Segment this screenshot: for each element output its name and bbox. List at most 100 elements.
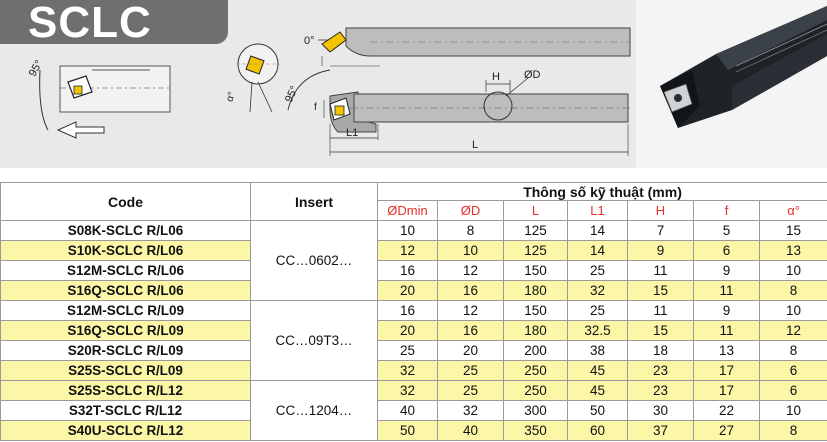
cell-value: 18 xyxy=(627,340,694,361)
cell-value: 125 xyxy=(503,240,568,261)
cell-value: 12 xyxy=(758,320,827,341)
technical-drawing: 95° α° 0° xyxy=(27,27,631,156)
cell-code: S20R-SCLC R/L09 xyxy=(0,340,251,361)
cell-code: S10K-SCLC R/L06 xyxy=(0,240,251,261)
cell-value: 125 xyxy=(503,220,568,241)
table-row: S25S-SCLC R/L12 CC…1204… 32 25 250 45 23… xyxy=(0,380,827,441)
cell-value: 12 xyxy=(437,260,504,281)
cell-value: 11 xyxy=(693,280,760,301)
cell-value: 38 xyxy=(567,340,628,361)
cell-code: S32T-SCLC R/L12 xyxy=(0,400,251,421)
cell-value: 20 xyxy=(377,280,438,301)
cell-value: 300 xyxy=(503,400,568,421)
table-row: S25S-SCLC R/L09 32 25 250 45 23 17 6 xyxy=(0,360,827,381)
cell-value: 8 xyxy=(758,340,827,361)
cell-value: 11 xyxy=(627,300,694,321)
cell-value: 25 xyxy=(377,340,438,361)
cell-code: S25S-SCLC R/L09 xyxy=(0,360,251,381)
cell-value: 11 xyxy=(693,320,760,341)
cell-value: 32 xyxy=(377,360,438,381)
cell-value: 25 xyxy=(567,300,628,321)
cell-value: 150 xyxy=(503,300,568,321)
side-view: 0° xyxy=(304,27,631,67)
cell-value: 20 xyxy=(437,340,504,361)
subheader-h: H xyxy=(627,200,694,221)
dim-f-label: f xyxy=(314,102,317,113)
cell-value: 350 xyxy=(503,420,568,441)
cell-value: 50 xyxy=(377,420,438,441)
cell-value: 6 xyxy=(758,380,827,401)
cell-code: S40U-SCLC R/L12 xyxy=(0,420,251,441)
cell-value: 25 xyxy=(437,380,504,401)
cell-value: 23 xyxy=(627,380,694,401)
title-tab: SCLC xyxy=(0,0,228,47)
table-subheader-row: ØDmin ØD L L1 H f α° xyxy=(1,200,827,221)
cell-code: S16Q-SCLC R/L06 xyxy=(0,280,251,301)
dim-l1-label: L1 xyxy=(346,127,358,139)
cell-value: 11 xyxy=(627,260,694,281)
dim-od-label: ØD xyxy=(524,69,541,81)
subheader-dmin: ØDmin xyxy=(377,200,438,221)
cell-value: 50 xyxy=(567,400,628,421)
technical-drawing-panel: SCLC 95° α° xyxy=(0,0,636,168)
table-row: S32T-SCLC R/L12 40 32 300 50 30 22 10 xyxy=(0,400,827,421)
cell-value: 10 xyxy=(758,400,827,421)
angle-top-label: 0° xyxy=(304,35,315,47)
cell-value: 17 xyxy=(693,380,760,401)
angle-alpha-label: α° xyxy=(224,90,238,103)
cell-code: S08K-SCLC R/L06 xyxy=(0,220,251,241)
cell-code: S12M-SCLC R/L09 xyxy=(0,300,251,321)
cell-value: 30 xyxy=(627,400,694,421)
cell-value: 10 xyxy=(377,220,438,241)
cell-value: 12 xyxy=(377,240,438,261)
table-row: S10K-SCLC R/L06 12 10 125 14 9 6 13 xyxy=(0,240,827,261)
cell-value: 45 xyxy=(567,360,628,381)
cell-value: 25 xyxy=(437,360,504,381)
cell-code: S12M-SCLC R/L06 xyxy=(0,260,251,281)
cell-value: 8 xyxy=(758,420,827,441)
cell-value: 9 xyxy=(693,300,760,321)
insert-detail: α° xyxy=(224,43,280,113)
subheader-l: L xyxy=(503,200,568,221)
cell-value: 32 xyxy=(377,380,438,401)
cell-value: 40 xyxy=(437,420,504,441)
cell-value: 8 xyxy=(437,220,504,241)
cell-value: 180 xyxy=(503,280,568,301)
page-title: SCLC xyxy=(28,0,152,47)
subheader-d: ØD xyxy=(437,200,504,221)
cell-value: 10 xyxy=(437,240,504,261)
table-row: S20R-SCLC R/L09 25 20 200 38 18 13 8 xyxy=(0,340,827,361)
table-row: S12M-SCLC R/L09 CC…09T3… 16 12 150 25 11… xyxy=(0,300,827,381)
dim-h-label: H xyxy=(492,71,500,83)
cell-value: 150 xyxy=(503,260,568,281)
cell-value: 16 xyxy=(437,320,504,341)
cell-value: 16 xyxy=(437,280,504,301)
cell-value: 14 xyxy=(567,240,628,261)
cell-value: 25 xyxy=(567,260,628,281)
header-section: SCLC 95° α° xyxy=(0,0,827,182)
subheader-f: f xyxy=(693,200,760,221)
col-header-spec: Thông số kỹ thuật (mm) xyxy=(376,182,827,201)
cell-value: 32.5 xyxy=(567,320,628,341)
cell-value: 250 xyxy=(503,380,568,401)
cell-value: 6 xyxy=(693,240,760,261)
cell-value: 13 xyxy=(758,240,827,261)
cell-value: 6 xyxy=(758,360,827,381)
cell-value: 15 xyxy=(758,220,827,241)
angle-left-label: 95° xyxy=(27,58,46,78)
cell-insert: CC…0602… xyxy=(250,220,378,301)
cell-value: 32 xyxy=(567,280,628,301)
bore-view: 95° xyxy=(27,58,171,139)
cell-value: 32 xyxy=(437,400,504,421)
cell-value: 37 xyxy=(627,420,694,441)
cell-value: 9 xyxy=(693,260,760,281)
cell-value: 20 xyxy=(377,320,438,341)
cell-code: S16Q-SCLC R/L09 xyxy=(0,320,251,341)
cell-value: 13 xyxy=(693,340,760,361)
table-row: S12M-SCLC R/L06 16 12 150 25 11 9 10 xyxy=(0,260,827,281)
cell-value: 23 xyxy=(627,360,694,381)
cell-value: 60 xyxy=(567,420,628,441)
subheader-l1: L1 xyxy=(567,200,628,221)
table-row: S16Q-SCLC R/L06 20 16 180 32 15 11 8 xyxy=(0,280,827,301)
cell-value: 10 xyxy=(758,260,827,281)
